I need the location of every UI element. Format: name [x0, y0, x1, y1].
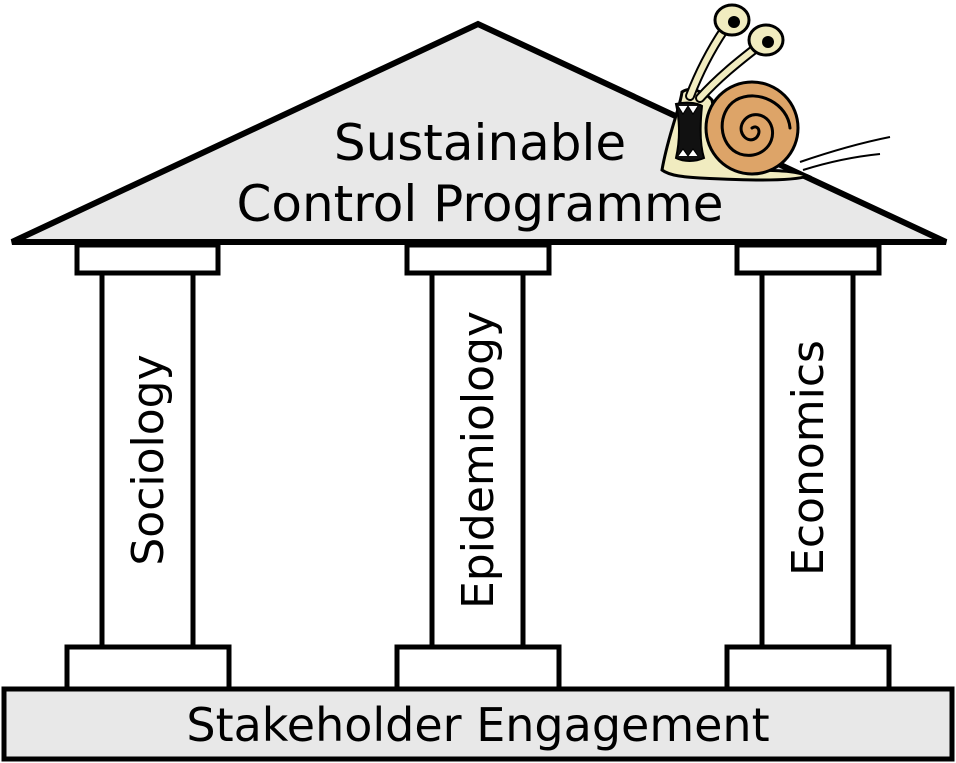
roof: Sustainable Control Programme: [10, 20, 948, 245]
pillar-label: Economics: [783, 340, 834, 576]
pillar-shaft: [99, 270, 196, 650]
pillar-base: [394, 644, 562, 692]
pillar-base: [64, 644, 232, 692]
foundation-slab: [1, 686, 955, 762]
foundation-label: Stakeholder Engagement: [186, 698, 769, 752]
pillar-epidemiology: Epidemiology: [394, 242, 562, 692]
pillar-shaft: [759, 270, 856, 650]
pillar-capital: [74, 242, 221, 276]
pillar-base: [724, 644, 892, 692]
pillar-economics: Economics: [724, 242, 892, 692]
pillar-label: Sociology: [123, 354, 174, 565]
pillar-shaft: [429, 270, 526, 650]
pillar-capital: [734, 242, 882, 276]
pillar-label: Epidemiology: [453, 311, 504, 609]
roof-title-line1: Sustainable: [334, 114, 626, 172]
pillar-sociology: Sociology: [64, 242, 232, 692]
foundation: Stakeholder Engagement: [1, 686, 955, 762]
roof-title-line2: Control Programme: [236, 175, 723, 233]
pillar-capital: [404, 242, 552, 276]
snail-illustration: [660, 3, 891, 182]
